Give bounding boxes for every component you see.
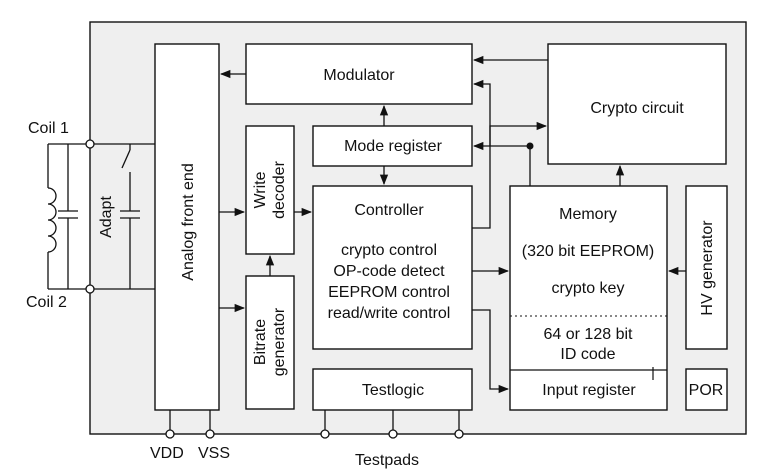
write-decoder-label-2: decoder: [271, 160, 288, 218]
power-pins: [165, 410, 215, 439]
memory-block: [509, 185, 668, 411]
crypto-circuit-label: Crypto circuit: [590, 100, 684, 117]
write-decoder-label-1: Write: [252, 171, 269, 208]
vss-label: VSS: [198, 445, 230, 462]
connections: [219, 55, 686, 394]
controller-line-3: EEPROM control: [328, 284, 450, 301]
junction-dot: [526, 142, 534, 150]
bitrate-generator-block: [245, 275, 295, 410]
mode-register-label: Mode register: [344, 138, 442, 155]
mode-register-block: [312, 125, 473, 167]
controller-line-4: read/write control: [328, 305, 451, 322]
id-code-label-1: 64 or 128 bit: [544, 326, 634, 343]
vss-pin: [205, 429, 215, 439]
modulator-label: Modulator: [323, 67, 395, 84]
crypto-circuit-block: [547, 43, 727, 165]
controller-line-2: OP-code detect: [333, 263, 445, 280]
analog-front-end-label: Analog front end: [180, 163, 197, 280]
testpad-pin-1: [320, 429, 330, 439]
modulator-block: [245, 43, 473, 105]
id-code-label-2: ID code: [560, 346, 615, 363]
testpad-pin-2: [388, 429, 398, 439]
crypto-key-label: crypto key: [552, 280, 625, 297]
vdd-label: VDD: [150, 445, 184, 462]
hv-generator-block: [685, 185, 728, 350]
bitrate-generator-label-2: generator: [271, 307, 288, 376]
controller-line-1: crypto control: [341, 242, 437, 259]
coil2-label: Coil 2: [26, 294, 67, 311]
bitrate-generator-label-1: Bitrate: [252, 319, 269, 365]
testpad-pin-3: [454, 429, 464, 439]
controller-block: [312, 185, 473, 350]
por-block: [685, 368, 728, 411]
write-decoder-block: [245, 125, 295, 255]
por-label: POR: [689, 382, 724, 399]
memory-title: Memory: [559, 206, 617, 223]
testlogic-block: [312, 368, 473, 411]
adapt-label: Adapt: [98, 196, 115, 238]
input-register-label: Input register: [542, 382, 636, 399]
coil1-label: Coil 1: [28, 120, 69, 137]
testlogic-label: Testlogic: [362, 382, 424, 399]
analog-front-end-block: [154, 43, 220, 411]
vdd-pin: [165, 429, 175, 439]
controller-title: Controller: [354, 202, 424, 219]
coil-circuit: [47, 139, 155, 294]
memory-subtitle: (320 bit EEPROM): [522, 243, 654, 260]
testpad-pins: [320, 410, 464, 439]
testpads-label: Testpads: [355, 452, 419, 469]
hv-generator-label: HV generator: [699, 220, 716, 316]
